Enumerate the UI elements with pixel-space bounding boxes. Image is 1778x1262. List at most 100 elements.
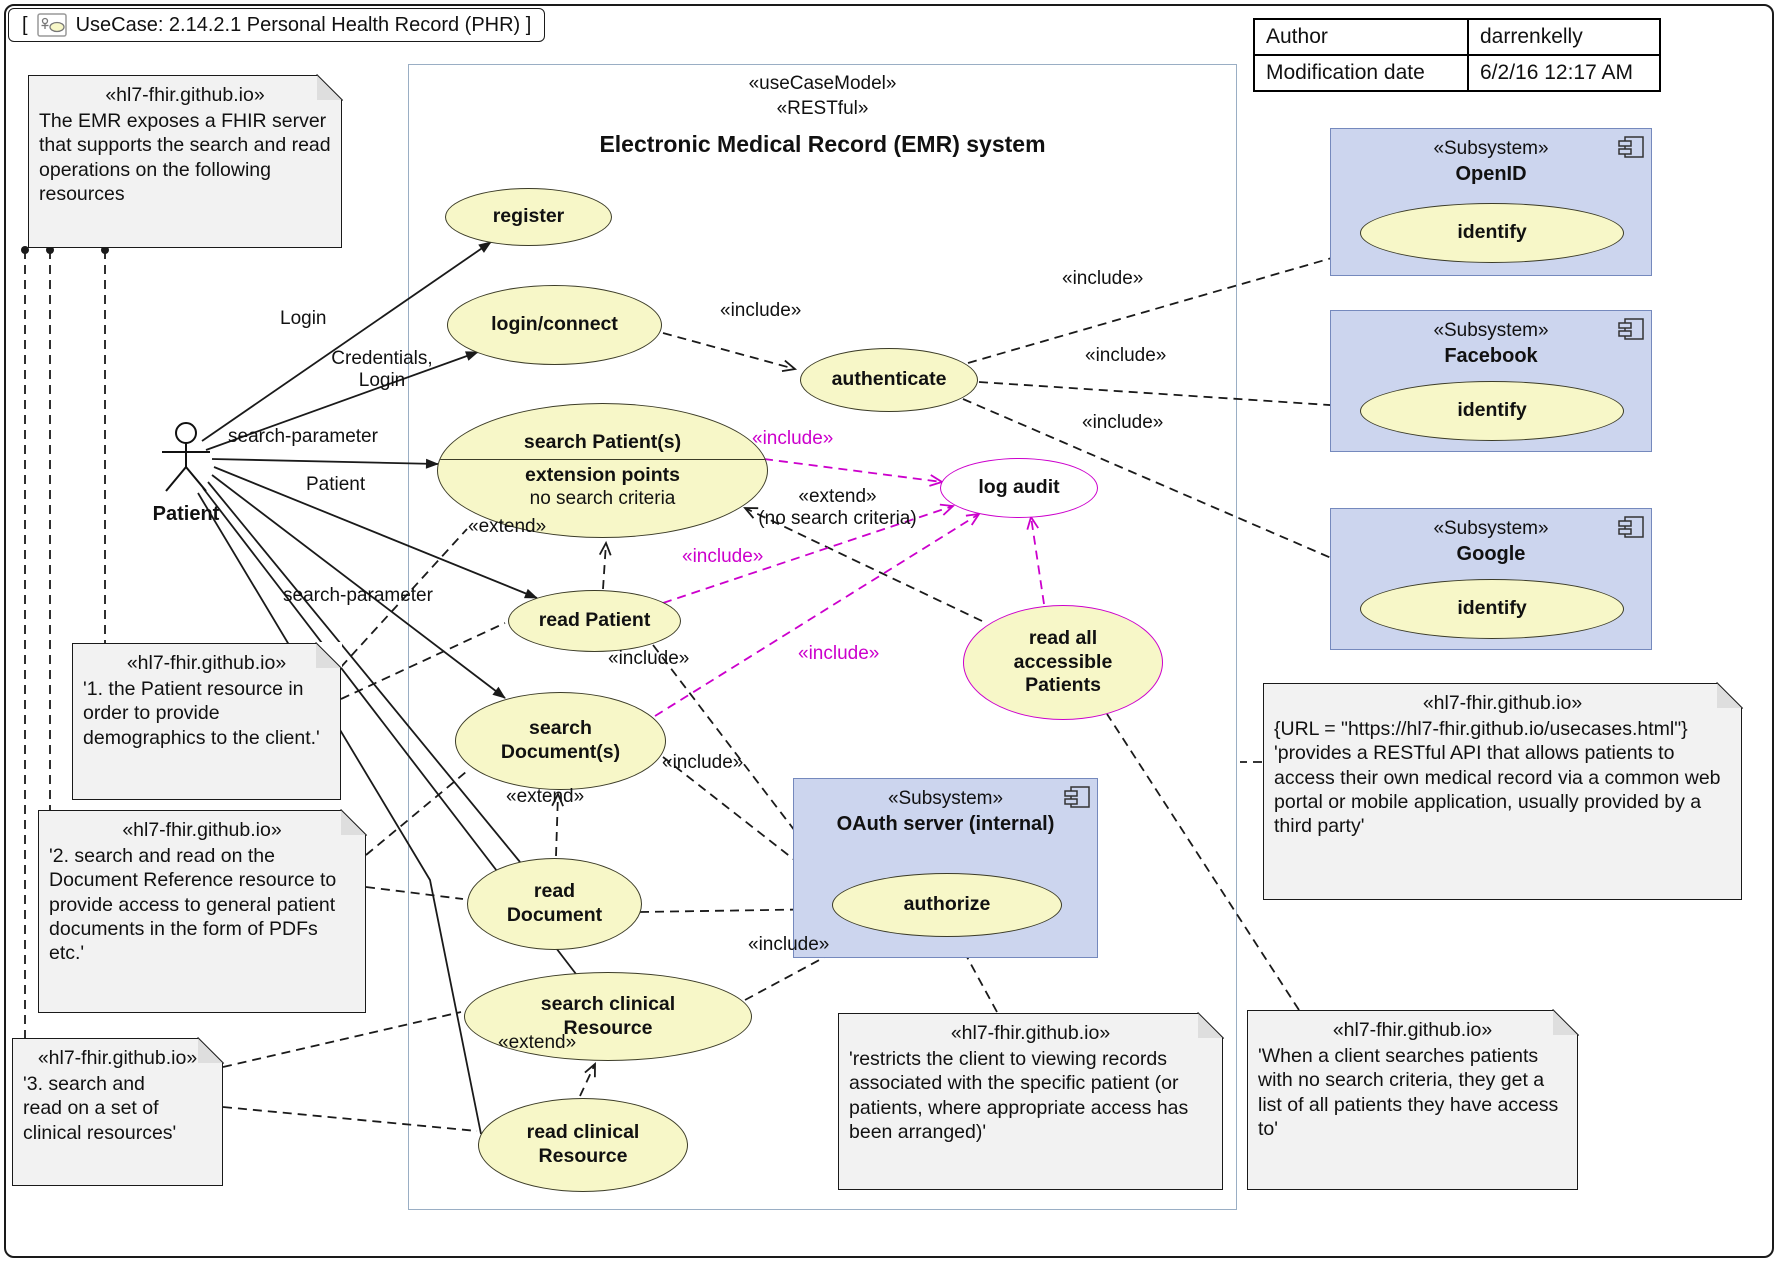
- subsystem-openid[interactable]: «Subsystem» OpenID identify: [1330, 128, 1652, 276]
- subsystem-stereotype: «Subsystem»: [887, 788, 1004, 809]
- subsystem-stereotype: «Subsystem»: [1433, 320, 1549, 341]
- note-tag: «hl7-fhir.github.io»: [950, 1022, 1111, 1044]
- note-body: The EMR exposes a FHIR server that suppo…: [39, 110, 331, 205]
- anchor-note1-searchpatients[interactable]: [340, 528, 468, 668]
- usecase-search-clinical-resource[interactable]: search clinical Resource: [464, 972, 752, 1061]
- properties-table[interactable]: Author darrenkelly Modification date 6/2…: [1253, 18, 1661, 92]
- extension-points-divider: [438, 459, 767, 460]
- edge-extend-readall-searchpatients[interactable]: [743, 507, 983, 622]
- usecase-read-document[interactable]: read Document: [467, 858, 642, 950]
- usecase-read-patient[interactable]: read Patient: [508, 590, 681, 652]
- subsystem-facebook[interactable]: «Subsystem» Facebook identify: [1330, 310, 1652, 452]
- diagram-title-tab[interactable]: [ UseCase: 2.14.2.1 Personal Health Reco…: [8, 8, 546, 42]
- edge-patient-login-connect[interactable]: [205, 351, 479, 451]
- edge-label-include-searchdocuments-logaudit: «include»: [798, 643, 880, 664]
- prop-author-value: darrenkelly: [1467, 18, 1661, 56]
- anchor-note3-readclinical[interactable]: [222, 1106, 478, 1132]
- edge-patient-read-clinical[interactable]: [197, 492, 482, 1135]
- edge-label-include-searchdocuments-authorize: «include»: [662, 752, 744, 773]
- actor-patient-label: Patient: [152, 503, 220, 525]
- note-link-dot: [21, 246, 29, 254]
- table-row: Modification date 6/2/16 12:17 AM: [1253, 54, 1661, 92]
- edge-include-authenticate-facebook[interactable]: [978, 381, 1363, 413]
- emr-system-boundary[interactable]: [408, 64, 1237, 1210]
- usecase-authorize-label: authorize: [903, 893, 991, 916]
- stereotype-usecasemodel: «useCaseModel»: [748, 73, 897, 94]
- usecase-register-label: register: [492, 205, 565, 228]
- usecase-search-clinical-label: search clinical Resource: [540, 992, 676, 1039]
- note-body: 'provides a RESTful API that allows pati…: [1274, 742, 1721, 837]
- usecase-authenticate[interactable]: authenticate: [800, 348, 978, 412]
- usecase-read-document-label: read Document: [506, 880, 603, 926]
- edge-patient-read-document[interactable]: [207, 481, 521, 863]
- usecase-login-connect[interactable]: login/connect: [447, 285, 662, 365]
- usecase-search-patients-label: search Patient(s): [523, 431, 682, 454]
- subsystem-google[interactable]: «Subsystem» Google identify: [1330, 508, 1652, 650]
- anchor-note1-readpatient[interactable]: [340, 622, 506, 700]
- usecase-authorize[interactable]: authorize: [832, 873, 1062, 937]
- anchor-note2-searchdocuments[interactable]: [365, 771, 467, 856]
- edge-patient-register[interactable]: [201, 241, 492, 442]
- edge-include-authenticate-openid[interactable]: [967, 244, 1373, 364]
- edge-extend-readclinical-searchclinical[interactable]: [579, 1062, 596, 1097]
- usecase-identify-openid[interactable]: identify: [1360, 203, 1624, 263]
- edge-label-extend-readpatient: «extend»: [468, 516, 547, 537]
- edge-patient-read-patient[interactable]: [213, 466, 538, 599]
- subsystem-oauth-server[interactable]: «Subsystem» OAuth server (internal) auth…: [793, 778, 1098, 958]
- usecase-log-audit[interactable]: log audit: [940, 458, 1098, 518]
- subsystem-openid-name: OpenID: [1455, 163, 1527, 185]
- usecase-login-connect-label: login/connect: [491, 313, 618, 336]
- note-tag: «hl7-fhir.github.io»: [37, 1047, 198, 1069]
- usecase-search-patients[interactable]: search Patient(s) extension points no se…: [437, 403, 768, 538]
- emr-system-header: «useCaseModel» «RESTful» Electronic Medi…: [408, 72, 1237, 160]
- edge-label-include-searchpatients-logaudit: «include»: [752, 428, 834, 449]
- edge-include-searchdocuments-logaudit[interactable]: [654, 512, 981, 717]
- edge-extend-readpatient-searchpatients[interactable]: [598, 540, 612, 590]
- subsystem-stereotype: «Subsystem»: [1433, 518, 1549, 539]
- usecase-register[interactable]: register: [445, 188, 612, 246]
- edge-extend-readdocument-searchdocuments[interactable]: [551, 791, 564, 857]
- edge-include-readdocument-authorize[interactable]: [639, 902, 836, 916]
- note-restricts-client[interactable]: «hl7-fhir.github.io» 'restricts the clie…: [838, 1012, 1224, 1190]
- usecase-search-documents[interactable]: search Document(s): [455, 692, 666, 790]
- usecase-identify-label: identify: [1457, 597, 1527, 620]
- usecase-identify-google[interactable]: identify: [1360, 579, 1624, 639]
- note-document-reference[interactable]: «hl7-fhir.github.io» '2. search and read…: [38, 809, 367, 1013]
- usecase-read-patient-label: read Patient: [538, 609, 651, 632]
- edge-include-readpatient-logaudit[interactable]: [662, 503, 956, 604]
- usecase-identify-label: identify: [1457, 399, 1527, 422]
- edge-label-credentials-login: Credentials, Login: [331, 348, 433, 391]
- component-icon: [1064, 786, 1090, 808]
- edge-label-include-facebook: «include»: [1085, 345, 1167, 366]
- prop-moddate-value: 6/2/16 12:17 AM: [1467, 54, 1661, 92]
- actor-patient[interactable]: Patient: [148, 420, 224, 526]
- usecase-read-clinical-resource[interactable]: read clinical Resource: [478, 1098, 688, 1192]
- component-icon: [1618, 516, 1644, 538]
- edge-include-authenticate-google[interactable]: [962, 398, 1398, 588]
- note-patient-resource[interactable]: «hl7-fhir.github.io» '1. the Patient res…: [72, 642, 342, 800]
- note-link-dot: [101, 246, 109, 254]
- edge-include-login-authenticate[interactable]: [662, 332, 798, 373]
- note-emr-fhir[interactable]: «hl7-fhir.github.io» The EMR exposes a F…: [28, 74, 343, 248]
- edge-include-searchpatients-logaudit[interactable]: [763, 458, 945, 487]
- note-fold: [1197, 1012, 1224, 1039]
- usecase-identify-facebook[interactable]: identify: [1360, 381, 1624, 441]
- note-no-search-criteria[interactable]: «hl7-fhir.github.io» 'When a client sear…: [1247, 1009, 1579, 1190]
- edge-label-extend-readdocument: «extend»: [506, 786, 585, 807]
- subsystem-google-name: Google: [1456, 543, 1526, 565]
- edge-label-patient: Patient: [306, 474, 366, 495]
- usecase-authenticate-label: authenticate: [831, 368, 947, 391]
- edge-patient-search-documents[interactable]: [211, 474, 506, 699]
- prop-moddate-label: Modification date: [1253, 54, 1469, 92]
- anchor-note3-searchclinical[interactable]: [222, 1011, 462, 1068]
- subsystem-stereotype: «Subsystem»: [1433, 138, 1549, 159]
- usecase-read-all-accessible-patients[interactable]: read all accessible Patients: [963, 605, 1163, 720]
- edge-label-search-parameter-1: search-parameter: [228, 426, 378, 447]
- note-clinical-resources[interactable]: «hl7-fhir.github.io» '3. search and read…: [12, 1037, 224, 1186]
- prop-author-label: Author: [1253, 18, 1469, 56]
- anchor-note2-readdocument[interactable]: [365, 886, 464, 900]
- edge-patient-search-patients[interactable]: [211, 458, 439, 469]
- note-restful-api[interactable]: «hl7-fhir.github.io» {URL = "https://hl7…: [1263, 682, 1743, 900]
- edge-include-readall-logaudit[interactable]: [1026, 514, 1045, 605]
